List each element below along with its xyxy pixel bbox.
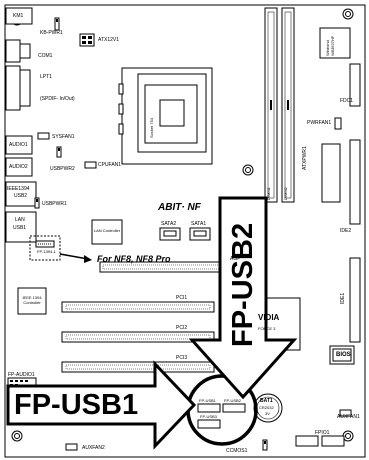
com1-label: COM1 xyxy=(38,53,53,59)
usbpwr2-label: USBPWR2 xyxy=(50,166,75,172)
sata1-label: SATA1 xyxy=(191,221,207,227)
ccmos1-label: CCMOS1 xyxy=(226,448,248,454)
cr2032-label: CR2032 xyxy=(259,405,274,410)
sysfan1-label: SYSFAN1 xyxy=(52,134,75,140)
auxfan2-label: AUXFAN2 xyxy=(82,445,105,451)
pwrfan1-label: PWRFAN1 xyxy=(307,120,332,126)
fp-usb2-arrow xyxy=(188,196,298,400)
socket-label: Socket 754 xyxy=(149,117,154,138)
mount-hole xyxy=(242,164,254,176)
fp-usb3-label: FP-USB3 xyxy=(200,414,217,419)
fp-audio1-label: FP-AUDIO1 xyxy=(8,372,35,378)
audio1-label: AUDIO1 xyxy=(9,142,28,148)
auxfan1-label: AUXFAN1 xyxy=(337,414,360,420)
nf8-arrow xyxy=(59,253,89,260)
fp-usb2-small-label: FP-USB2 xyxy=(224,398,241,403)
pci2-slot xyxy=(61,331,215,343)
lpt1-port xyxy=(5,65,21,111)
dimm1-label: DIMM1 xyxy=(266,187,271,200)
pci3-slot xyxy=(61,361,215,373)
audio1-port xyxy=(5,135,33,155)
dimm2-label: DIMM2 xyxy=(283,187,288,200)
bat1-battery xyxy=(253,393,283,423)
ide2-connector xyxy=(349,139,361,225)
pci2-label: PCI2 xyxy=(176,325,188,331)
fpio1-label: FPIO1 xyxy=(315,430,330,436)
auxfan2-header xyxy=(65,443,78,451)
nf8-note: For NF8, NF8 Pro xyxy=(97,254,171,264)
ieee1394-controller-chip xyxy=(17,287,47,315)
fp-usb2-callout: FP-USB2 xyxy=(227,222,259,347)
com1-port xyxy=(5,39,21,63)
km1-port xyxy=(5,7,33,25)
fp-1394-1-label: FP-1394-1 xyxy=(37,249,56,254)
fp-usb1-callout: FP-USB1 xyxy=(14,389,139,421)
usb2-label: USB2 xyxy=(14,193,28,199)
ieee-controller-label: IEEE 1394 Controller xyxy=(22,295,42,305)
pwrfan1-header xyxy=(334,117,342,130)
pci1-label: PCI1 xyxy=(176,295,188,301)
km1-label: KM1 xyxy=(13,13,24,19)
fdc1-connector xyxy=(349,63,361,107)
kb-pwr1-jumper xyxy=(54,17,60,31)
spdif-label: (SPDIF- In/Out) xyxy=(40,96,75,102)
atxpwr1-connector xyxy=(321,143,341,203)
nforce-label: FORCE 3 xyxy=(258,326,276,331)
mount-hole xyxy=(11,430,23,442)
winbond-chip xyxy=(319,27,351,59)
lan-label: LAN xyxy=(15,217,25,223)
fp-usb1-small-label: FP-USB1 xyxy=(199,398,216,403)
ide1-connector xyxy=(349,257,361,343)
sata2-label: SATA2 xyxy=(161,221,177,227)
bat1-label: BAT1 xyxy=(260,398,273,404)
mount-hole xyxy=(342,8,354,20)
atx12v1-connector xyxy=(79,33,95,47)
pci1-slot xyxy=(61,301,215,313)
atxpwr1-label: ATXPWR1 xyxy=(302,146,308,170)
fp-usb1-header xyxy=(197,403,221,413)
lan-usb1-port xyxy=(5,211,37,243)
fp-usb2-header xyxy=(222,403,246,413)
auxfan1-header xyxy=(339,409,352,417)
nvidia-label: VIDIA xyxy=(258,313,280,322)
fdc1-label: FDC1 xyxy=(340,98,354,104)
audio2-label: AUDIO2 xyxy=(9,164,28,170)
lpt1-label: LPT1 xyxy=(40,74,52,80)
pci3-label: PCI3 xyxy=(176,355,188,361)
bios-label: BIOS xyxy=(336,352,351,358)
ide1-label: IDE1 xyxy=(340,292,346,304)
atx12v1-label: ATX12V1 xyxy=(98,37,120,43)
ide2-label: IDE2 xyxy=(340,228,352,234)
lan-controller-label: LAN Controller xyxy=(93,228,121,233)
cpufan1-label: CPUFAN1 xyxy=(98,162,122,168)
abit-logo: ABIT· NF xyxy=(158,202,201,213)
ieee1394-usb2-port xyxy=(5,181,37,207)
ieee1394-label: IEEE1394 xyxy=(7,186,30,192)
sata2-connector xyxy=(159,227,181,241)
fp-usb3-header xyxy=(197,419,221,429)
bat-voltage-label: 3V xyxy=(265,411,270,416)
audio2-port xyxy=(5,157,33,177)
sata1-connector xyxy=(189,227,211,241)
fp-usb1-arrow xyxy=(6,360,197,450)
usbpwr1-label: USBPWR1 xyxy=(42,201,67,207)
fpio1-header xyxy=(295,435,319,447)
sysfan1-header xyxy=(37,132,50,140)
winbond-label: Winbond W83627HF xyxy=(325,35,335,56)
fp-1394-1-area xyxy=(29,235,61,261)
usb1-label: USB1 xyxy=(13,225,27,231)
cpufan1-header xyxy=(84,161,97,169)
lan-controller-chip xyxy=(91,219,123,245)
kb-pwr1-label: KB-PWR1 xyxy=(40,30,63,36)
agp-label: AGP xyxy=(230,256,241,262)
ccmos1-jumper xyxy=(262,439,268,451)
